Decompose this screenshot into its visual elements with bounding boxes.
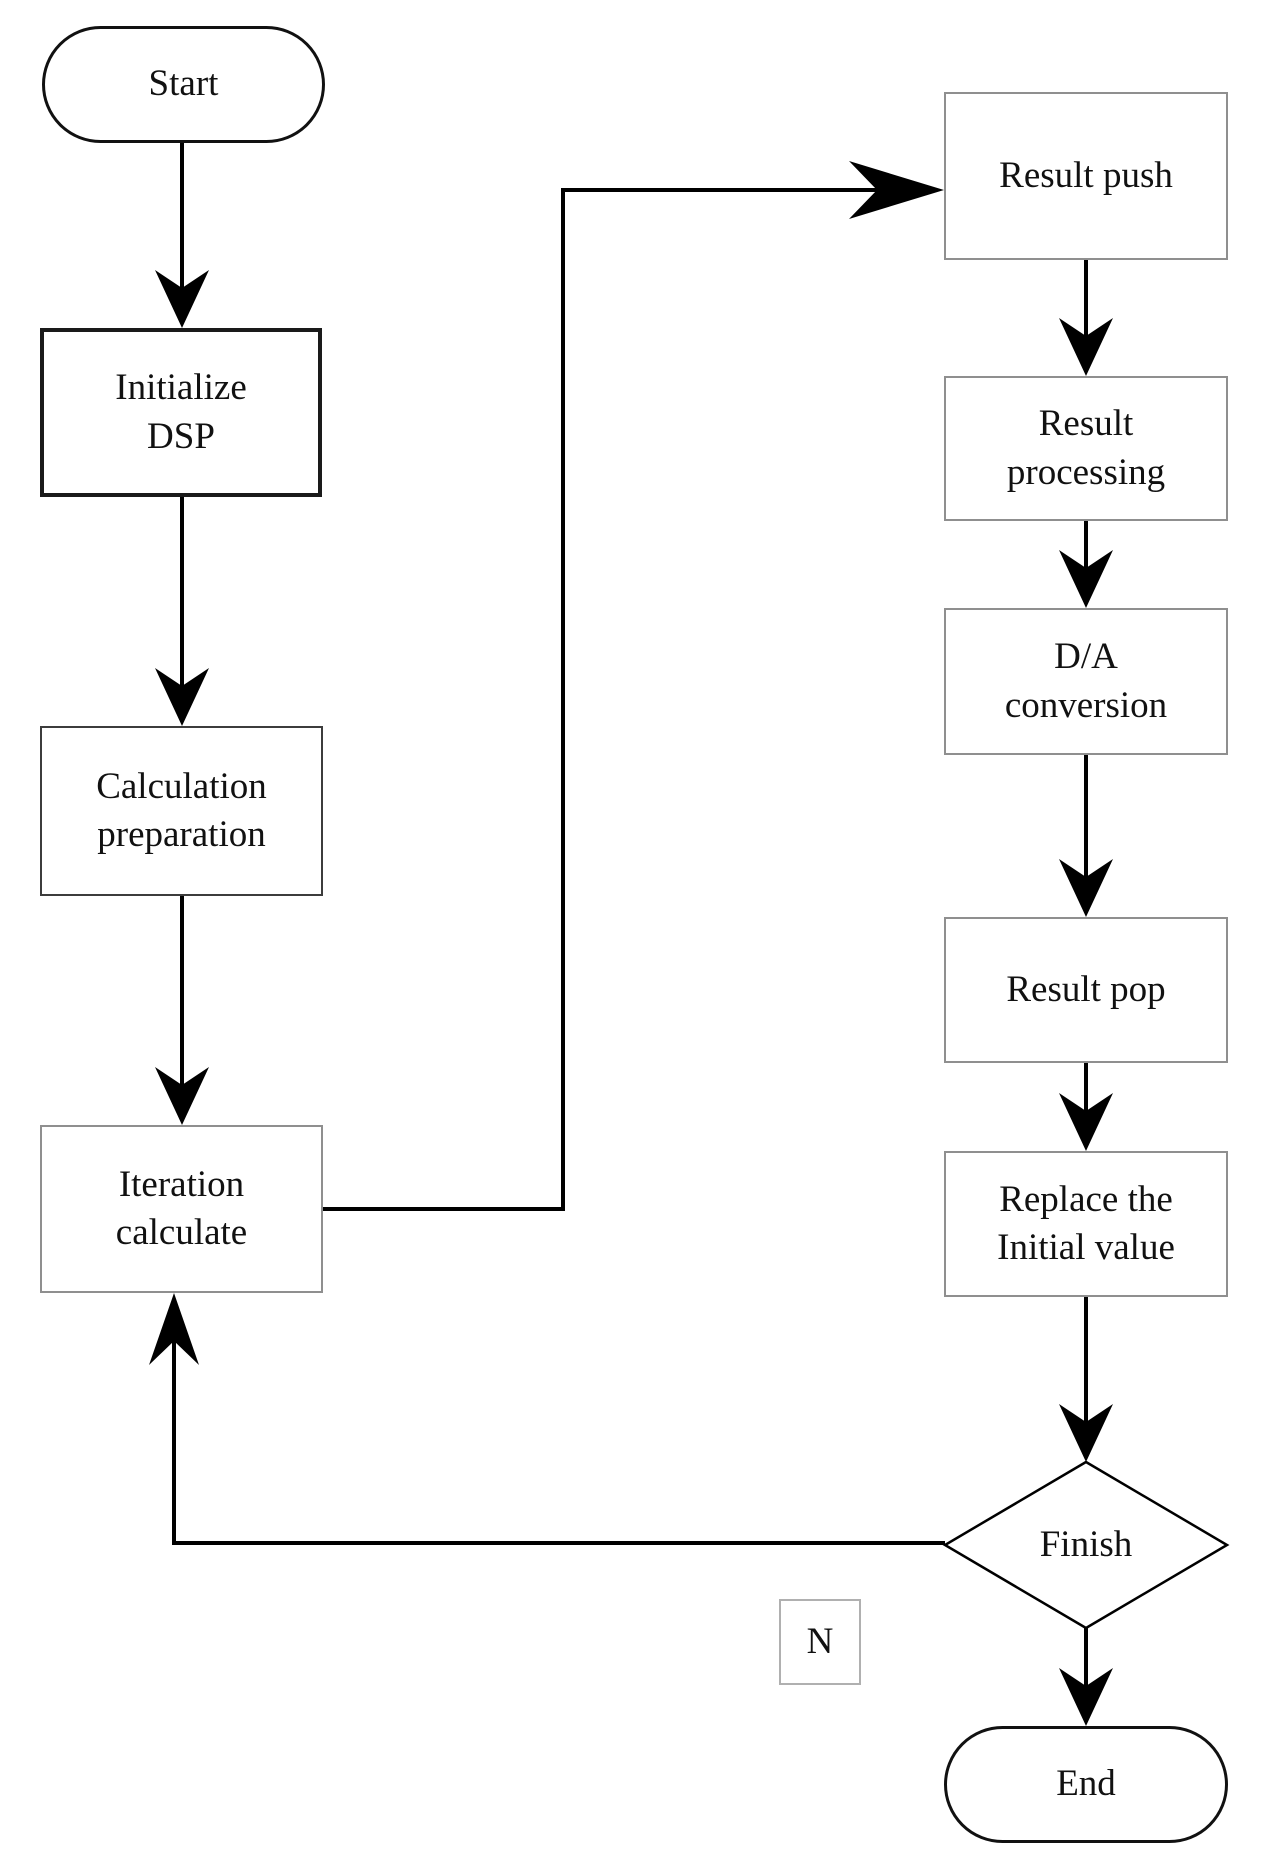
- flow-node-initialize-dsp: Initialize DSP: [40, 328, 322, 497]
- arrowhead-into-end: [1059, 1668, 1113, 1726]
- flow-node-start: Start: [42, 26, 325, 143]
- arrowhead-into-initialize: [155, 270, 209, 328]
- flow-node-result-pop: Result pop: [944, 917, 1228, 1063]
- arrowhead-into-processing: [1059, 318, 1113, 376]
- arrowhead-into-replace: [1059, 1093, 1113, 1151]
- arrowhead-into-result-pop: [1059, 859, 1113, 917]
- arrowhead-feedback-into-iteration: [149, 1293, 199, 1365]
- flow-node-da-conversion: D/A conversion: [944, 608, 1228, 755]
- arrowhead-into-result-push: [849, 161, 944, 219]
- flow-node-result-push: Result push: [944, 92, 1228, 260]
- arrowhead-into-finish: [1059, 1404, 1113, 1462]
- arrowhead-into-iteration: [155, 1067, 209, 1125]
- flow-node-result-processing: Result processing: [944, 376, 1228, 521]
- arrowhead-into-da: [1059, 550, 1113, 608]
- flow-node-replace-initial-value: Replace the Initial value: [944, 1151, 1228, 1297]
- edge-finish-no-feedback-to-iteration: [172, 1341, 945, 1545]
- flow-node-finish-decision-label: Finish: [1039, 1523, 1133, 1565]
- arrowhead-into-calculation: [155, 668, 209, 726]
- flow-node-end: End: [944, 1726, 1228, 1843]
- finish-diamond-shape: [942, 1460, 1230, 1630]
- flow-node-calculation-preparation: Calculation preparation: [40, 726, 323, 896]
- flow-node-iteration-calculate: Iteration calculate: [40, 1125, 323, 1293]
- edge-iteration-to-result-push: [323, 188, 877, 1211]
- edge-label-no-branch: N: [779, 1599, 861, 1685]
